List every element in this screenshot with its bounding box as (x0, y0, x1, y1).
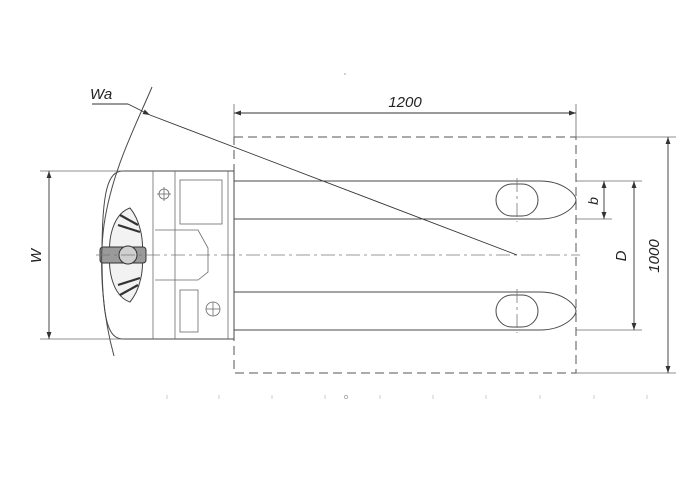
dim-label-d: D (613, 250, 630, 261)
turning-radius-arc (101, 86, 153, 357)
fork-upper (234, 180, 577, 220)
dim-label-w: W (28, 247, 45, 263)
scan-mark-speck (344, 73, 346, 75)
steering-wheel-grip (117, 214, 141, 296)
dim-label-b: b (585, 197, 601, 205)
display-panel (179, 179, 223, 225)
dim-label-1200: 1200 (388, 94, 422, 111)
battery-cover (155, 229, 209, 281)
scan-mark-dot (344, 395, 348, 399)
dim-label-wa: Wa (90, 86, 112, 103)
bottom-tick-marks (166, 395, 648, 399)
wa-radius-line (149, 114, 518, 256)
dim-label-1000: 1000 (646, 239, 663, 273)
wa-leader-slope (127, 103, 151, 116)
fork-lower (234, 291, 577, 331)
battery-slot (179, 289, 199, 333)
